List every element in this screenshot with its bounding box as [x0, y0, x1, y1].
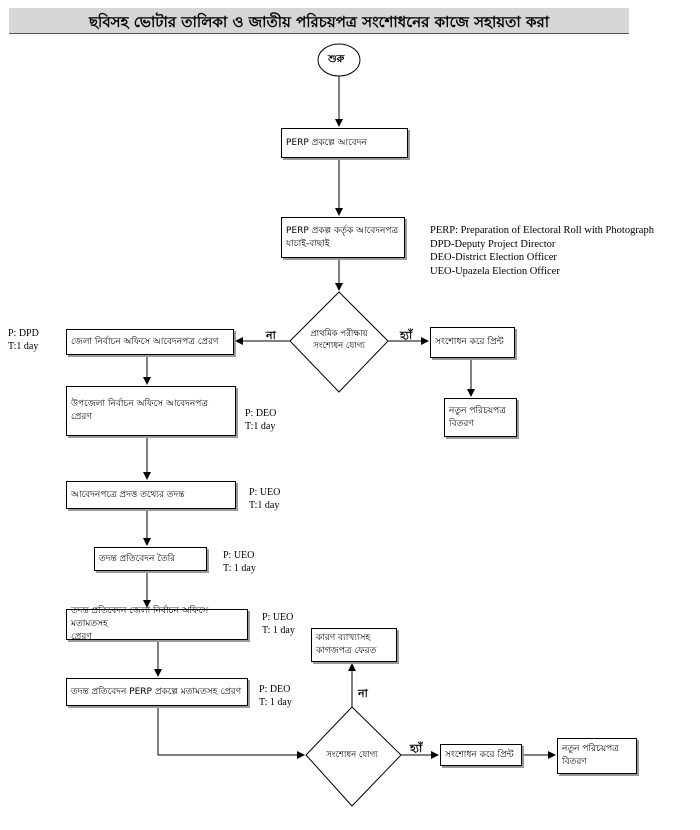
- box-report: তদন্ত প্রতিবেদন তৈরি: [94, 547, 207, 571]
- box-correct-print-2: সংশোধন করে প্রিন্ট: [440, 744, 522, 766]
- start-label: শুরু: [328, 54, 345, 65]
- box-correct-print-1: সংশোধন করে প্রিন্ট: [430, 327, 515, 358]
- note-ueo-1: P: UEO T:1 day: [249, 487, 281, 511]
- edge-label-yes-2: হ্যাঁ: [410, 742, 423, 755]
- box-report-to-district: তদন্ত প্রতিবেদন জেলা নির্বাচন অফিসে মতাম…: [66, 606, 248, 642]
- title-bar: ছবিসহ ভোটার তালিকা ও জাতীয় পরিচয়পত্র স…: [9, 8, 629, 34]
- decision-1-label: প্রাথমিক পরীক্ষায় সংশোধন যোগ্য: [310, 329, 368, 351]
- note-dpd: P: DPD T:1 day: [8, 328, 39, 352]
- note-ueo-2: P: UEO T: 1 day: [223, 550, 256, 574]
- edge-label-no-2: না: [358, 687, 368, 700]
- edge-label-yes-1: হ্যাঁ: [400, 329, 413, 342]
- box-send-upazila: উপজেলা নির্বাচন অফিসে আবেদনপত্র প্রেরণ: [66, 386, 236, 436]
- page-title: ছবিসহ ভোটার তালিকা ও জাতীয় পরিচয়পত্র স…: [88, 13, 550, 31]
- box-apply: PERP প্রকল্পে আবেদন: [281, 128, 408, 158]
- note-deo-1: P: DEO T:1 day: [245, 408, 277, 432]
- decision-diamond-1: [289, 291, 389, 393]
- legend-item: UEO-Upazela Election Officer: [430, 265, 560, 277]
- legend-item: DPD-Deputy Project Director: [430, 238, 556, 250]
- legend: PERP: Preparation of Electoral Roll with…: [430, 224, 654, 278]
- decision-2-label: সংশোধন যোগ্য: [326, 750, 378, 760]
- arrow-perp-decision2: [157, 706, 305, 759]
- box-send-district: জেলা নির্বাচন অফিসে আবেদনপত্র প্রেরণ: [66, 329, 234, 355]
- legend-item: DEO-District Election Officer: [430, 252, 557, 263]
- decision-diamond-2: [305, 706, 402, 807]
- box-investigate: আবেদনপত্রে প্রদত্ত তথ্যের তদন্ত: [66, 481, 236, 509]
- edge-label-no-1: না: [266, 329, 276, 342]
- box-report-to-perp: তদন্ত প্রতিবেদন PERP প্রকল্পে মতামতসহ প্…: [66, 678, 248, 706]
- note-deo-2: P: DEO T: 1 day: [259, 684, 292, 708]
- legend-item: PERP: Preparation of Electoral Roll with…: [430, 225, 654, 236]
- note-ueo-3: P: UEO T: 1 day: [262, 612, 295, 636]
